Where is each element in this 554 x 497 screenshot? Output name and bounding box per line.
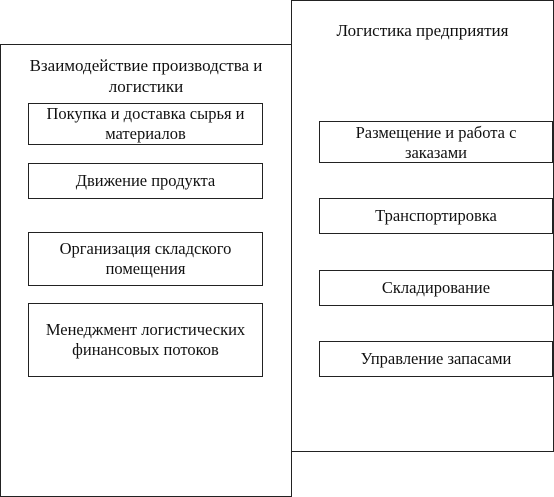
enterprise-logistics-title: Логистика предприятия xyxy=(336,21,509,40)
inventory-management-box: Управление запасами xyxy=(319,341,553,377)
product-movement-box: Движение продукта xyxy=(28,163,263,199)
transportation-box: Транспортировка xyxy=(319,198,553,234)
warehouse-organization-box: Организация складского помещения xyxy=(28,232,263,286)
procurement-box: Покупка и доставка сырья и материалов xyxy=(28,103,263,145)
financial-flows-box: Менеджмент логистических финансовых пото… xyxy=(28,303,263,377)
order-processing-box: Размещение и работа с заказами xyxy=(319,121,553,163)
production-logistics-title: Взаимодействие производства и логистики xyxy=(29,56,263,96)
warehousing-box: Складирование xyxy=(319,270,553,306)
